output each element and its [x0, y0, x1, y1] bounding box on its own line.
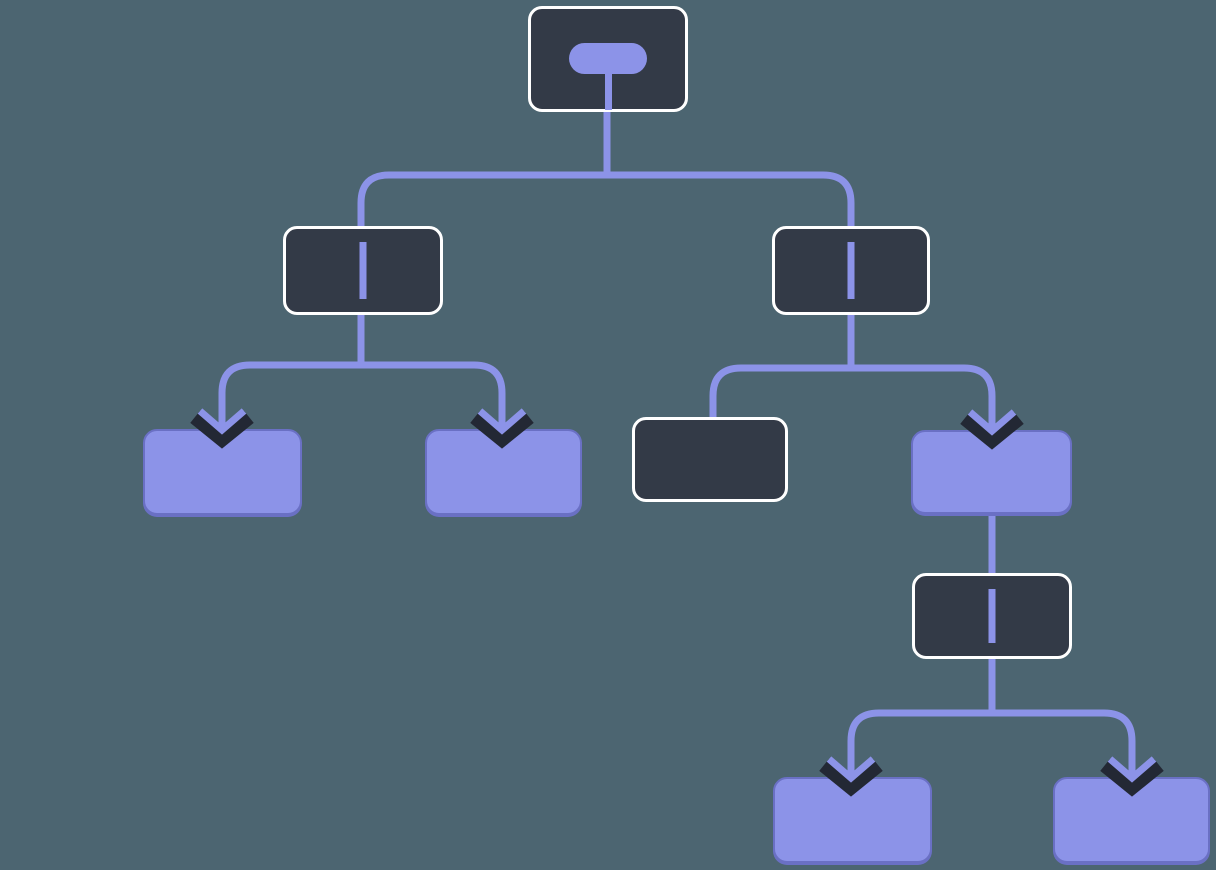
chevron-down-arrow-icon — [190, 399, 254, 449]
left-branch-node[interactable] — [283, 226, 443, 315]
vertical-line-icon — [359, 242, 367, 299]
connector-left-fork — [218, 361, 506, 404]
connector-lower-fork — [847, 709, 1136, 752]
vertical-line-icon — [988, 589, 996, 643]
root-node[interactable] — [528, 6, 688, 112]
connector-right-fork — [709, 364, 996, 420]
connector-root-fork — [357, 171, 855, 231]
chevron-down-arrow-icon — [470, 399, 534, 449]
chevron-down-arrow-icon — [819, 747, 883, 797]
root-pill-icon — [569, 43, 647, 74]
plain-dark-leaf-node[interactable] — [632, 417, 788, 502]
root-pill-stem-icon — [604, 74, 612, 110]
right-branch-node[interactable] — [772, 226, 930, 315]
chevron-down-arrow-icon — [1100, 747, 1164, 797]
chevron-down-arrow-icon — [960, 400, 1024, 450]
vertical-line-icon — [847, 242, 855, 299]
lower-branch-node[interactable] — [912, 573, 1072, 659]
